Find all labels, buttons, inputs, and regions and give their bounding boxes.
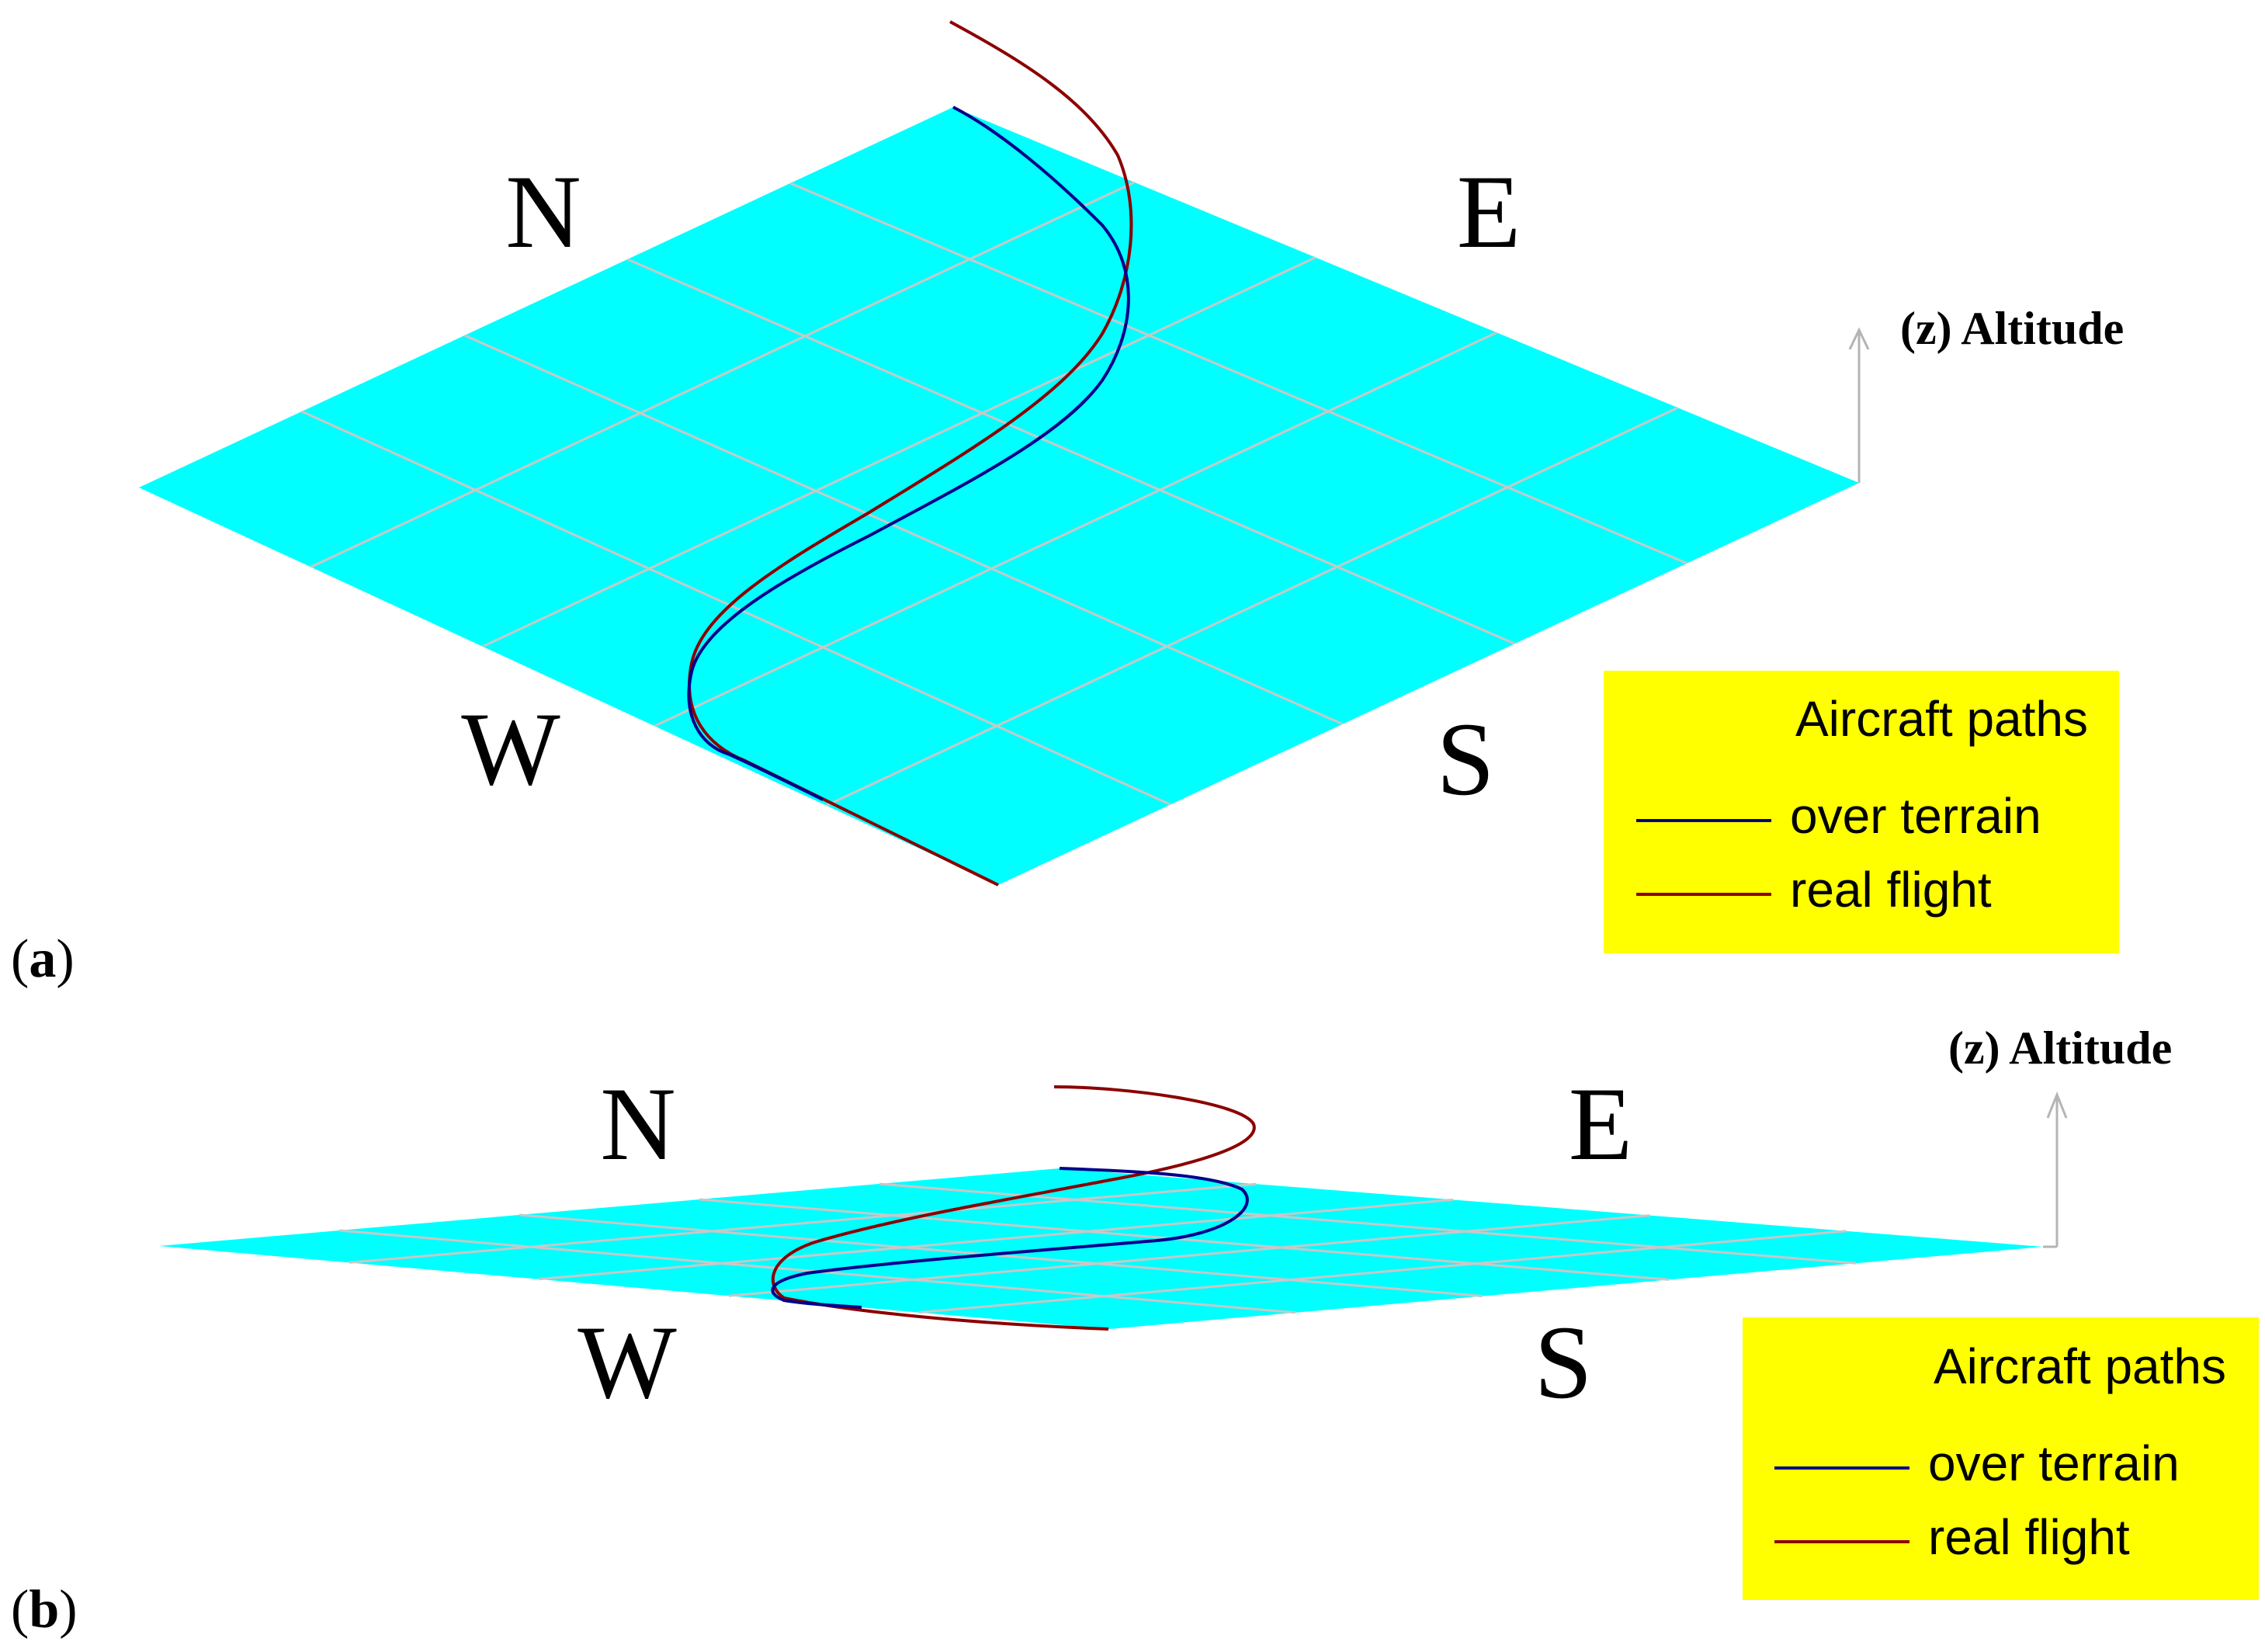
altitude-axis-label: (z) Altitude [1948,1022,2172,1074]
legend-title: Aircraft paths [1795,691,2088,747]
grid-line [699,1198,1670,1281]
over-terrain-path [687,106,1130,801]
grid-line [310,181,1136,568]
south-label: S [1534,1305,1592,1421]
over-terrain-path [771,1167,1249,1309]
altitude-axis [2043,1091,2068,1248]
grid-line [879,1182,1857,1265]
grid-line [539,1198,1453,1281]
south-label: S [1436,702,1494,817]
panel-label: (a) [11,929,75,989]
terrain-plane [159,1168,2043,1329]
grid-line [789,182,1687,564]
grid-line [519,1213,1483,1298]
legend-label-real-flight: real flight [1928,1509,2130,1565]
panel-label: (b) [11,1580,78,1640]
legend: Aircraft paths over terrain real flight [1604,671,2119,953]
panel-b: (z) Altitude N E W S Aircraft paths over… [11,1022,2259,1640]
grid-line [463,334,1344,726]
grid-line [349,1182,1257,1264]
east-label: E [1569,1067,1632,1182]
legend: Aircraft paths over terrain real flight [1743,1317,2259,1600]
terrain-grid [301,181,1687,807]
terrain-grid [338,1182,1857,1314]
real-flight-path [688,20,1133,887]
panel-a: (z) Altitude N E W S Aircraft paths over… [11,20,2124,989]
legend-box [1604,671,2119,953]
terrain-plane [139,107,1859,885]
altitude-axis-label: (z) Altitude [1900,303,2124,354]
legend-label-over-terrain: over terrain [1790,788,2041,844]
north-label: N [600,1067,676,1182]
grid-line [301,410,1171,806]
grid-line [482,256,1316,648]
north-label: N [505,154,581,270]
west-label: W [578,1305,677,1421]
altitude-axis [1848,327,1870,483]
legend-label-real-flight: real flight [1790,862,1992,918]
grid-line [918,1230,1847,1314]
real-flight-path [771,1085,1256,1331]
legend-label-over-terrain: over terrain [1928,1435,2180,1491]
grid-line [825,406,1679,807]
grid-line [654,331,1497,727]
grid-line [626,258,1515,645]
grid-line [728,1214,1650,1297]
west-label: W [461,692,560,807]
legend-title: Aircraft paths [1934,1338,2226,1394]
legend-box [1743,1317,2259,1600]
east-label: E [1457,154,1521,270]
